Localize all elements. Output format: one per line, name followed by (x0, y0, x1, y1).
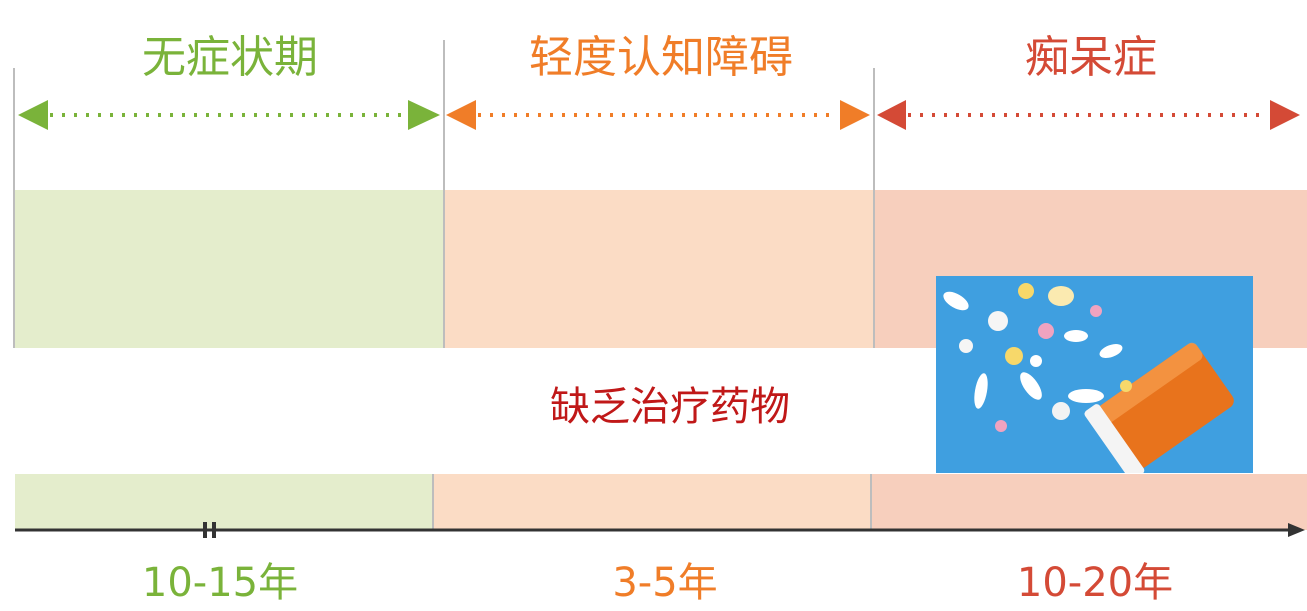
band-dementia-bottom (871, 474, 1307, 530)
arrow-asymptomatic (18, 100, 440, 130)
stage-arrows (18, 100, 1300, 130)
duration-dementia: 10-20年 (1016, 560, 1174, 606)
stage-title-dementia: 痴呆症 (1025, 32, 1157, 83)
stage-title-mci: 轻度认知障碍 (529, 32, 793, 83)
arrow-dementia (877, 100, 1300, 130)
band-asymptomatic-bottom (15, 474, 433, 530)
band-mci-top (445, 190, 873, 348)
band-mci-bottom (433, 474, 871, 530)
band-asymptomatic-top (15, 190, 443, 348)
divider-bottom-1 (432, 474, 434, 530)
pill-bottle-photo (936, 276, 1253, 473)
arrow-mci (446, 100, 870, 130)
axis-break-mark (203, 522, 216, 538)
duration-mci: 3-5年 (612, 560, 718, 606)
divider-1 (443, 40, 445, 348)
divider-bottom-2 (870, 474, 872, 530)
duration-asymptomatic: 10-15年 (141, 560, 299, 606)
divider-2 (873, 68, 875, 348)
stage-title-asymptomatic: 无症状期 (142, 32, 318, 83)
divider-start (13, 68, 15, 348)
no-treatment-note: 缺乏治疗药物 (550, 384, 790, 430)
time-axis (15, 522, 1305, 538)
